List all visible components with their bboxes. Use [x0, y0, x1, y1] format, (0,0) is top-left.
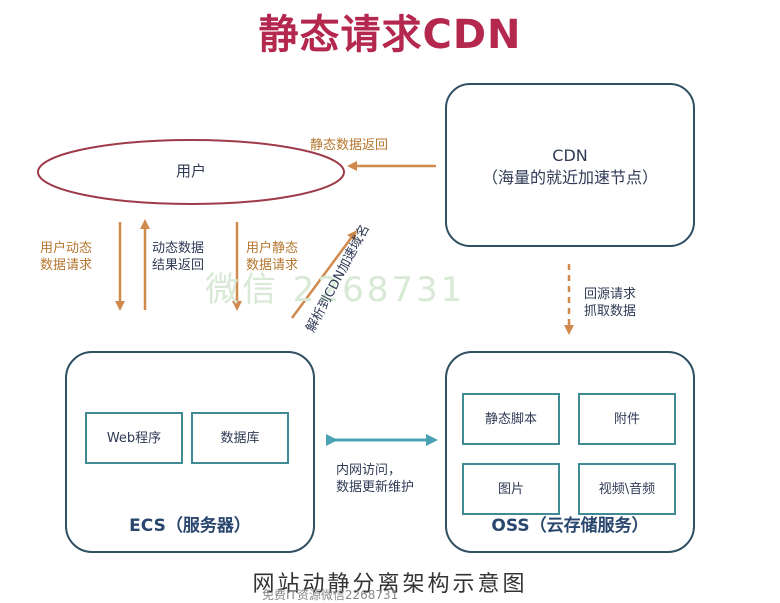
diagram-caption: 网站动静分离架构示意图: [252, 572, 528, 597]
attachment-box: [578, 393, 676, 445]
intranet-label-1: 内网访问，: [336, 463, 402, 478]
cdn-label-line1: CDN: [552, 146, 588, 165]
ecs-label: ECS（服务器）: [129, 516, 251, 536]
user-dynamic-req-label-1: 用户动态: [40, 241, 93, 256]
back-to-origin-label-1: 回源请求: [584, 287, 637, 302]
picture-box: [462, 463, 560, 515]
user-node: [37, 139, 345, 205]
user-static-req-label-2: 数据请求: [246, 258, 299, 273]
picture-label: 图片: [497, 482, 524, 497]
intranet-label-2: 数据更新维护: [336, 480, 415, 495]
static-return-label: 静态数据返回: [310, 138, 389, 153]
oss-node: [445, 351, 695, 553]
database-label: 数据库: [220, 431, 260, 446]
dynamic-result-label-2: 结果返回: [152, 258, 205, 273]
video-audio-box: [578, 463, 676, 515]
cdn-node: [445, 83, 695, 247]
ecs-node: [65, 351, 315, 553]
user-label: 用户: [175, 162, 206, 180]
static-script-box: [462, 393, 560, 445]
user-static-req-label-1: 用户静态: [246, 241, 299, 256]
static-script-label: 静态脚本: [484, 412, 537, 427]
resolve-cdn-arrow: [290, 229, 357, 319]
database-box: [191, 412, 289, 464]
cdn-label-line2: （海量的就近加速节点）: [481, 168, 658, 187]
web-program-label: Web程序: [106, 431, 162, 446]
dynamic-result-label-1: 动态数据: [152, 241, 205, 256]
video-audio-label: 视频\音频: [598, 482, 656, 497]
attachment-label: 附件: [613, 412, 640, 427]
back-to-origin-label-2: 抓取数据: [584, 304, 637, 319]
web-program-box: [85, 412, 183, 464]
oss-label: OSS（云存储服务）: [491, 516, 649, 536]
page-title: 静态请求CDN: [258, 12, 522, 58]
user-dynamic-req-label-2: 数据请求: [40, 258, 93, 273]
watermark: 微信 2268731: [205, 270, 466, 310]
